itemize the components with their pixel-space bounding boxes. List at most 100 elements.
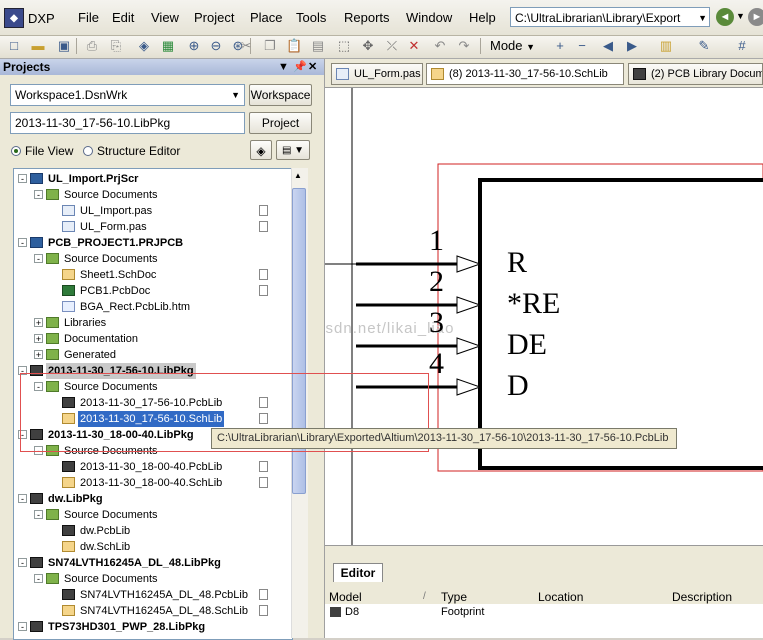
tree-item[interactable]: -UL_Import.PrjScr [14,171,292,187]
tree-item[interactable]: 2013-11-30_17-56-10.PcbLib [14,395,292,411]
tree-scrollbar-thumb[interactable] [292,188,306,494]
document-options-icon[interactable]: ▤ ▼ [276,140,310,160]
tree-item[interactable]: UL_Import.pas [14,203,292,219]
menu-project[interactable]: Project [194,10,235,25]
tree-item[interactable]: -Source Documents [14,187,292,203]
tree-item[interactable]: -2013-11-30_18-00-40.LibPkg [14,427,292,443]
tree-item[interactable]: 2013-11-30_17-56-10.SchLib [14,411,292,427]
dxp-menu[interactable]: ◆ DXP [4,7,55,29]
zoom-fit-icon[interactable]: ⊛ [232,38,244,53]
layers-icon[interactable]: ◈ [250,140,272,160]
workspace-combobox[interactable]: Workspace1.DsnWrk ▼ [10,84,245,106]
tab-schlib[interactable]: (8) 2013-11-30_17-56-10.SchLib [426,63,624,85]
tree-item[interactable]: -Source Documents [14,571,292,587]
paste-icon[interactable]: 📋 [286,38,303,53]
tab-pcb-library[interactable]: (2) PCB Library Document [628,63,763,85]
menu-window[interactable]: Window [406,10,453,25]
collapse-icon[interactable]: - [34,574,43,584]
column-type[interactable]: Type [441,590,468,604]
select-tool-icon[interactable]: ⤫ [386,38,398,53]
rubber-stamp-icon[interactable]: ▤ [311,38,325,53]
chevron-down-icon[interactable]: ▼ [736,11,745,21]
add-icon[interactable]: + [556,38,564,53]
undo-icon[interactable]: ↶ [434,38,446,53]
new-icon[interactable]: □ [10,38,18,53]
tree-item[interactable]: -PCB_PROJECT1.PRJPCB [14,235,292,251]
tree-item[interactable]: SN74LVTH16245A_DL_48.SchLib [14,603,292,619]
deselect-icon[interactable]: ✕ [408,38,420,53]
file-view-radio[interactable] [11,146,21,156]
type-cell[interactable]: Footprint [441,606,485,618]
tab-ul-form[interactable]: UL_Form.pas [331,63,423,85]
project-field[interactable]: 2013-11-30_17-56-10.LibPkg [10,112,245,134]
print-icon[interactable]: ⎙ [86,38,98,53]
tree-item[interactable]: BGA_Rect.PcbLib.htm [14,299,292,315]
pin-icon[interactable]: 📌 [293,61,307,73]
tab-editor[interactable]: Editor [333,563,383,582]
collapse-icon[interactable]: - [34,190,43,200]
grid-icon[interactable]: # [738,38,746,53]
tree-item[interactable]: dw.SchLib [14,539,292,555]
layers-icon[interactable]: ◈ [139,38,149,53]
column-model[interactable]: Model [329,590,362,604]
collapse-icon[interactable]: - [18,494,27,504]
tree-item[interactable]: PCB1.PcbDoc [14,283,292,299]
model-cell[interactable]: D8 [345,606,360,618]
back-icon[interactable]: ◄ [716,8,734,26]
path-combobox[interactable]: C:\UltraLibrarian\Library\Export ▼ [510,7,710,27]
collapse-icon[interactable]: - [34,254,43,264]
project-button[interactable]: Project [249,112,312,134]
collapse-icon[interactable]: - [18,430,27,440]
collapse-icon[interactable]: - [18,558,27,568]
collapse-icon[interactable]: - [18,238,27,248]
tree-item[interactable]: SN74LVTH16245A_DL_48.PcbLib [14,587,292,603]
schematic-sheet[interactable]: http://blog.csdn.net/likai_liao 1R2*RE3D… [325,88,763,545]
column-location[interactable]: Location [538,590,584,604]
expand-icon[interactable]: + [34,334,43,344]
print-preview-icon[interactable]: ⎘ [110,38,122,53]
menu-view[interactable]: View [151,10,179,25]
tree-item[interactable]: UL_Form.pas [14,219,292,235]
move-icon[interactable]: ✥ [362,38,374,53]
remove-icon[interactable]: − [578,38,586,53]
collapse-icon[interactable]: - [34,382,43,392]
tree-item[interactable]: -dw.LibPkg [14,491,292,507]
tree-item[interactable]: +Documentation [14,331,292,347]
zoom-out-icon[interactable]: ⊖ [210,38,222,53]
component-icon[interactable]: ▥ [659,38,673,53]
copy-icon[interactable]: ❐ [264,38,276,53]
menu-reports[interactable]: Reports [344,10,390,25]
tree-item[interactable]: -Source Documents [14,251,292,267]
tree-item[interactable]: -SN74LVTH16245A_DL_48.LibPkg [14,555,292,571]
next-icon[interactable]: ▶ [627,38,637,53]
expand-icon[interactable]: + [34,318,43,328]
panel-menu-icon[interactable]: ▼ [278,61,289,73]
tree-item[interactable]: dw.PcbLib [14,523,292,539]
menu-place[interactable]: Place [250,10,283,25]
tree-item[interactable]: +Generated [14,347,292,363]
tree-item[interactable]: -TPS73HD301_PWP_28.LibPkg [14,619,292,635]
board-icon[interactable]: ▦ [161,38,175,53]
open-folder-icon[interactable]: ▬ [31,38,45,53]
collapse-icon[interactable]: - [34,510,43,520]
menu-tools[interactable]: Tools [296,10,327,25]
menu-help[interactable]: Help [469,10,496,25]
tree-item[interactable]: -Source Documents [14,507,292,523]
menu-edit[interactable]: Edit [112,10,135,25]
tree-item[interactable]: 2013-11-30_18-00-40.SchLib [14,475,292,491]
tree-item[interactable]: 2013-11-30_18-00-40.PcbLib [14,459,292,475]
cut-icon[interactable]: ✂ [240,38,252,53]
zoom-in-icon[interactable]: ⊕ [188,38,200,53]
menu-file[interactable]: File [78,10,99,25]
close-icon[interactable]: ✕ [308,61,318,73]
forward-icon[interactable]: ► [748,8,763,26]
scroll-up-icon[interactable]: ▲ [294,171,302,180]
mode-dropdown[interactable]: Mode ▼ [490,38,535,53]
expand-icon[interactable]: + [34,350,43,360]
workspace-button[interactable]: Workspace [249,84,312,106]
place-pin-icon[interactable]: ✎ [698,38,710,53]
collapse-icon[interactable]: - [18,622,27,632]
tree-item[interactable]: -Source Documents [14,379,292,395]
collapse-icon[interactable]: - [18,174,27,184]
